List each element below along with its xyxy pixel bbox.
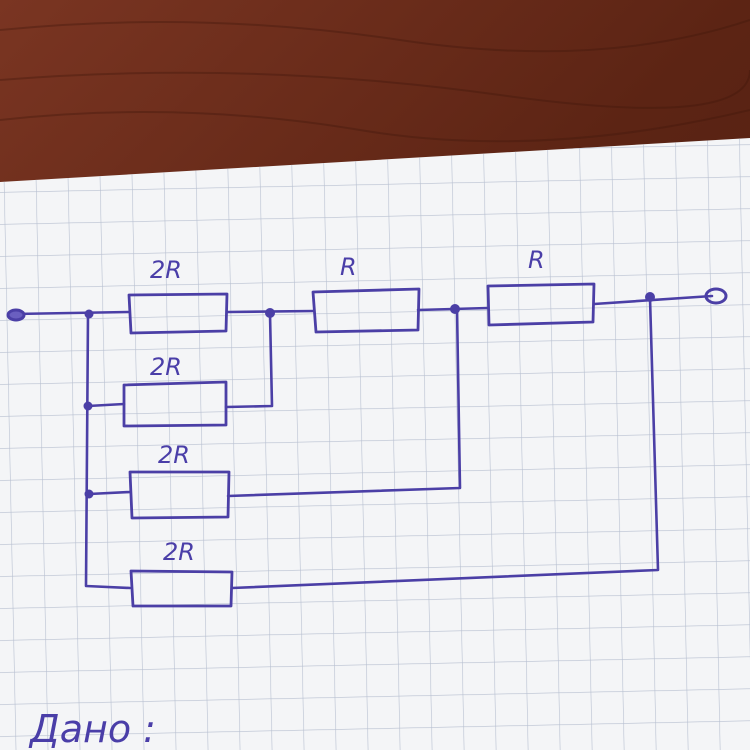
junction-dot: [265, 308, 275, 318]
wire-bus-to-r4: [86, 402, 126, 408]
junction-dot: [83, 401, 93, 411]
resistor-label-r4: 2R: [150, 353, 182, 381]
junction-dots: [83, 292, 655, 499]
junction-dot: [84, 309, 94, 319]
wire-r4-return: [224, 312, 274, 409]
resistor-r3: [486, 282, 596, 327]
resistor-label-r6: 2R: [163, 538, 195, 566]
resistor-label-r3: R: [528, 246, 545, 274]
junction-dot: [450, 304, 460, 314]
wire-input-to-r1: [12, 310, 130, 316]
resistors: [122, 282, 596, 608]
junction-dot: [645, 292, 655, 302]
resistor-label-r2: R: [340, 253, 357, 281]
wire-r5-return: [226, 306, 462, 498]
input-terminal: [6, 308, 26, 322]
resistor-r1: [127, 292, 229, 335]
resistor-r5: [128, 470, 231, 520]
wood-grain: [0, 19, 750, 143]
wire-bus-to-r5: [87, 490, 132, 496]
wire-r6-return: [230, 296, 660, 590]
terminals: [6, 287, 728, 322]
resistor-r6: [129, 569, 234, 608]
resistor-r2: [311, 287, 421, 334]
resistor-label-r5: 2R: [158, 441, 190, 469]
junction-dot: [84, 489, 94, 499]
resistor-r4: [122, 380, 228, 428]
resistor-label-r1: 2R: [150, 256, 182, 284]
output-terminal: [704, 287, 728, 305]
paper-grid: [0, 138, 750, 750]
notes-heading: Дано :: [28, 707, 156, 750]
